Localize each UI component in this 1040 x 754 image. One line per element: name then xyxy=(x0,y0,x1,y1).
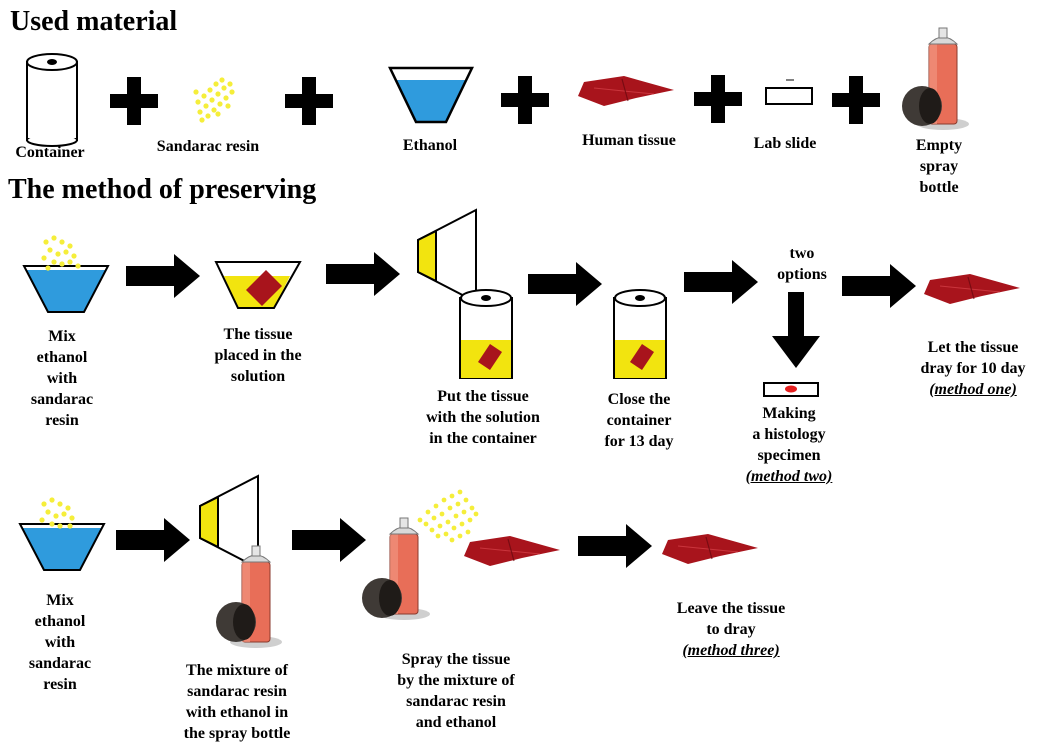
label-lab-slide: Lab slide xyxy=(753,135,817,152)
funnel-spray-bottle-icon xyxy=(199,475,283,649)
closed-container-icon xyxy=(613,289,667,379)
histology-slide-icon xyxy=(763,382,819,397)
arrow-icon xyxy=(578,524,652,568)
label-mixture-bottle: The mixture of sandarac resin with ethan… xyxy=(183,662,291,742)
spray-bottle-icon xyxy=(902,27,970,131)
plus-icon xyxy=(501,76,549,124)
plus-icon xyxy=(694,75,742,123)
funnel-container-icon xyxy=(417,209,513,379)
label-close-container: Close the container for 13 day xyxy=(604,391,674,450)
down-arrow-icon xyxy=(772,292,820,368)
label-leave-tissue: Leave the tissue to dray (method three) xyxy=(656,598,806,661)
tissue-icon xyxy=(923,273,1021,305)
label-mix-ethanol-1: Mix ethanol with sandarac resin xyxy=(30,328,94,429)
mix-resin-beaker-icon xyxy=(23,235,109,313)
label-two-options: two options xyxy=(777,245,827,283)
label-container: Container xyxy=(15,144,85,161)
arrow-icon xyxy=(842,264,916,308)
method-three-tag: (method three) xyxy=(682,642,780,659)
spraying-icon xyxy=(362,489,561,621)
plus-icon xyxy=(110,77,158,125)
label-spray-bottle: Empty spray bottle xyxy=(915,137,963,196)
arrow-icon xyxy=(326,252,400,296)
label-sandarac-resin: Sandarac resin xyxy=(156,138,260,155)
label-let-dry: Let the tissue dray for 10 day (method o… xyxy=(906,337,1040,400)
label-ethanol: Ethanol xyxy=(402,137,458,154)
method-two-tag: (method two) xyxy=(745,468,833,485)
arrow-icon xyxy=(684,260,758,304)
container-icon xyxy=(26,53,78,147)
arrow-icon xyxy=(116,518,190,562)
label-human-tissue: Human tissue xyxy=(582,132,676,149)
heading-used-material: Used material xyxy=(10,6,178,37)
resin-granules-icon xyxy=(193,77,235,123)
lab-slide-icon xyxy=(765,79,813,105)
label-histology: Making a histology specimen (method two) xyxy=(726,403,852,487)
label-tissue-placed: The tissue placed in the solution xyxy=(214,326,302,385)
arrow-icon xyxy=(126,254,200,298)
method-one-tag: (method one) xyxy=(929,381,1017,398)
label-spray-tissue: Spray the tissue by the mixture of sanda… xyxy=(397,651,515,731)
mix-resin-beaker-icon xyxy=(19,497,105,571)
label-mix-ethanol-2: Mix ethanol with sandarac resin xyxy=(28,592,92,693)
arrow-icon xyxy=(292,518,366,562)
arrow-icon xyxy=(528,262,602,306)
tissue-icon xyxy=(661,533,759,565)
plus-icon xyxy=(832,76,880,124)
heading-method: The method of preserving xyxy=(8,174,317,205)
tissue-in-solution-icon xyxy=(214,261,302,309)
plus-icon xyxy=(285,77,333,125)
tissue-icon xyxy=(577,75,675,107)
ethanol-beaker-icon xyxy=(388,66,474,124)
label-put-tissue: Put the tissue with the solution in the … xyxy=(426,388,540,447)
